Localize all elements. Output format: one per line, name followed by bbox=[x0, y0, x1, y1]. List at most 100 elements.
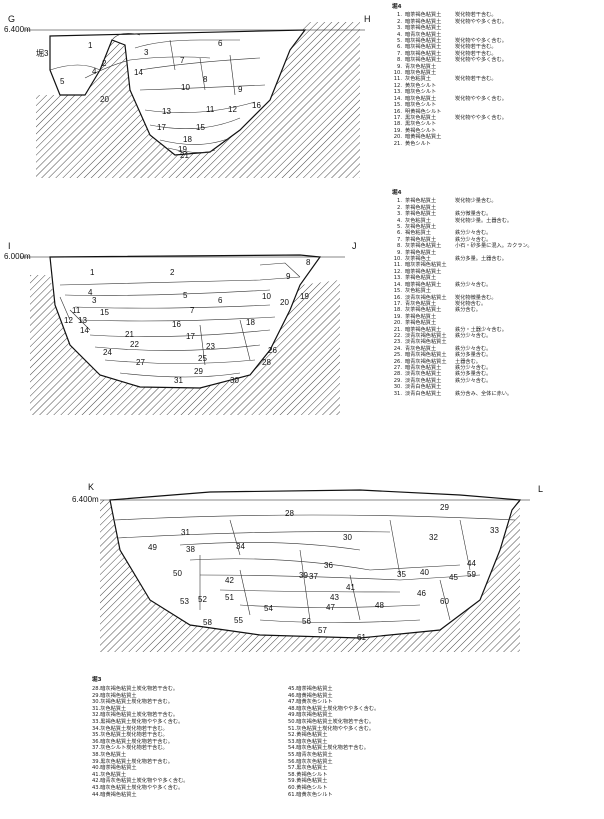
legend-number: 2. bbox=[397, 204, 402, 211]
legend-row: 43.暗灰色粘質土炭化物やや多く含む。 bbox=[92, 785, 188, 792]
legend-remark: 炭化物やや多く含む。 bbox=[455, 95, 507, 102]
layer-number-label: 32 bbox=[429, 533, 438, 542]
legend-soil: 青灰色粘質土 bbox=[405, 345, 437, 352]
legend-row: 46.暗黄褐色粘質土 bbox=[288, 693, 379, 700]
legend-number: 7. bbox=[397, 50, 402, 57]
legend-row: 49.暗灰褐色粘質土 bbox=[288, 712, 379, 719]
legend-number: 56. bbox=[288, 758, 297, 765]
legend-row: 20.茶褐色粘質土 bbox=[392, 320, 602, 326]
legend-row: 12.暗茶褐色粘質土 bbox=[392, 269, 602, 275]
legend-number: 12. bbox=[393, 82, 402, 89]
legend-soil: 茶褐色粘質土 bbox=[405, 236, 437, 243]
section-gh-side-label: 堀3 bbox=[36, 49, 49, 58]
legend-remark: 炭化物やや多く含む。 bbox=[136, 778, 189, 785]
legend-row: 18.灰茶褐色粘質土鉄分含む。 bbox=[392, 307, 602, 313]
layer-number-label: 1 bbox=[90, 268, 95, 277]
legend-ij-title: 堀4 bbox=[392, 190, 402, 196]
legend-row: 28.淡青灰色粘質土鉄分多量含む。 bbox=[392, 371, 602, 377]
layer-number-label: 30 bbox=[343, 533, 352, 542]
legend-row: 2.暗茶褐色粘質土炭化物やや多く含む。 bbox=[392, 19, 602, 25]
legend-number: 30. bbox=[393, 384, 402, 391]
legend-row: 61.暗黄灰色シルト bbox=[288, 792, 379, 799]
legend-remark: 鉄分多量。土器含む。 bbox=[455, 256, 507, 263]
legend-remark: 鉄分少々含む。 bbox=[455, 236, 492, 243]
legend-remark: 土器含む。 bbox=[455, 358, 481, 365]
legend-row: 16.明黄褐色シルト bbox=[392, 109, 602, 115]
legend-row: 5.灰褐色粘質土 bbox=[392, 224, 602, 230]
layer-lines bbox=[49, 33, 266, 153]
legend-row: 5.暗灰褐色粘質土炭化物やや多く含む。 bbox=[392, 38, 602, 44]
legend-soil: 灰色粘質土 bbox=[405, 76, 431, 83]
legend-soil: 暗灰褐色粘質土 bbox=[100, 692, 137, 699]
legend-remark: 炭化物やや多く含む。 bbox=[131, 718, 184, 725]
layer-number-label: 41 bbox=[346, 583, 355, 592]
legend-remark: 炭化物若干含む。 bbox=[126, 732, 168, 739]
legend-row: 2.茶褐色粘質土 bbox=[392, 205, 602, 211]
layer-number-label: 17 bbox=[186, 332, 195, 341]
legend-row: 22.淡青灰褐色粘質土鉄分少々含む。 bbox=[392, 333, 602, 339]
legend-number: 32. bbox=[92, 712, 101, 719]
legend-remark: 炭化物若干含む。 bbox=[131, 738, 173, 745]
legend-remark: 炭化物やや多く含む。 bbox=[327, 705, 380, 712]
legend-number: 8. bbox=[397, 57, 402, 64]
legend-row: 54.暗灰色粘質土炭化物若干含む。 bbox=[288, 745, 379, 752]
legend-soil: 淡青白色粘質土 bbox=[405, 390, 442, 397]
legend-row: 18.黒灰色シルト bbox=[392, 121, 602, 127]
legend-soil: 茶褐色粘質土 bbox=[405, 320, 437, 327]
legend-number: 50. bbox=[288, 718, 297, 725]
legend-remark: 鉄分少々含む。 bbox=[455, 332, 492, 339]
legend-row: 31.淡青白色粘質土鉄分含み、全体に赤い。 bbox=[392, 391, 602, 397]
legend-row: 42.暗青灰色粘質土炭化物やや多く含む。 bbox=[92, 778, 188, 785]
layer-number-label: 36 bbox=[324, 561, 333, 570]
legend-remark: 炭化物やや多く含む。 bbox=[455, 114, 507, 121]
legend-number: 15. bbox=[393, 288, 402, 295]
layer-number-label: 16 bbox=[252, 101, 261, 110]
legend-remark: 鉄分少々含む。 bbox=[455, 281, 492, 288]
layer-number-label: 31 bbox=[181, 528, 190, 537]
ground-hatch bbox=[36, 22, 360, 178]
legend-row: 3.暗茶褐色粘質土 bbox=[392, 25, 602, 31]
legend-row: 60.黄褐色シルト bbox=[288, 785, 379, 792]
layer-number-label: 7 bbox=[180, 56, 185, 65]
legend-soil: 暗青灰褐色粘質土 bbox=[405, 358, 447, 365]
legend-soil: 黄褐色粘質土 bbox=[296, 778, 328, 785]
layer-number-label: 23 bbox=[206, 342, 215, 351]
layer-number-label: 2 bbox=[170, 268, 175, 277]
legend-soil: 暗青灰色粘質土 bbox=[405, 31, 442, 38]
legend-soil: 淡青灰褐色粘質土 bbox=[405, 294, 447, 301]
legend-row: 52.黄褐色粘質土 bbox=[288, 732, 379, 739]
legend-row: 9.青灰色粘質土 bbox=[392, 64, 602, 70]
layer-number-label: 10 bbox=[181, 83, 190, 92]
legend-remark: 炭化物若干含む。 bbox=[131, 758, 173, 765]
legend-row: 9.茶褐色粘質土 bbox=[392, 250, 602, 256]
layer-number-label: 3 bbox=[144, 48, 149, 57]
legend-soil: 暗黄褐色粘質土 bbox=[100, 791, 137, 798]
legend-remark: 炭化物微量含む。 bbox=[455, 294, 497, 301]
layer-number-label: 11 bbox=[72, 306, 81, 315]
legend-number: 24. bbox=[393, 345, 402, 352]
legend-soil: 暗黄褐色粘質土 bbox=[405, 134, 442, 141]
legend-remark: 炭化物若干含む。 bbox=[126, 725, 168, 732]
legend-number: 14. bbox=[393, 281, 402, 288]
legend-number: 36. bbox=[92, 738, 101, 745]
ditch-fill bbox=[109, 489, 522, 639]
legend-number: 52. bbox=[288, 732, 297, 739]
layer-number-label: 34 bbox=[236, 542, 245, 551]
legend-number: 18. bbox=[393, 121, 402, 128]
legend-number: 2. bbox=[397, 18, 402, 25]
legend-gh-title: 堀4 bbox=[392, 4, 402, 10]
legend-soil: 淡青灰褐色粘質土 bbox=[405, 339, 447, 346]
legend-soil: 暗灰色粘質土 bbox=[405, 95, 437, 102]
legend-number: 41. bbox=[92, 771, 101, 778]
legend-number: 23. bbox=[393, 339, 402, 346]
legend-soil: 灰色粘質土 bbox=[100, 732, 127, 739]
layer-number-label: 24 bbox=[103, 348, 112, 357]
legend-row: 12.黄灰色シルト bbox=[392, 83, 602, 89]
layer-number-label: 13 bbox=[162, 107, 171, 116]
legend-number: 5. bbox=[397, 38, 402, 45]
